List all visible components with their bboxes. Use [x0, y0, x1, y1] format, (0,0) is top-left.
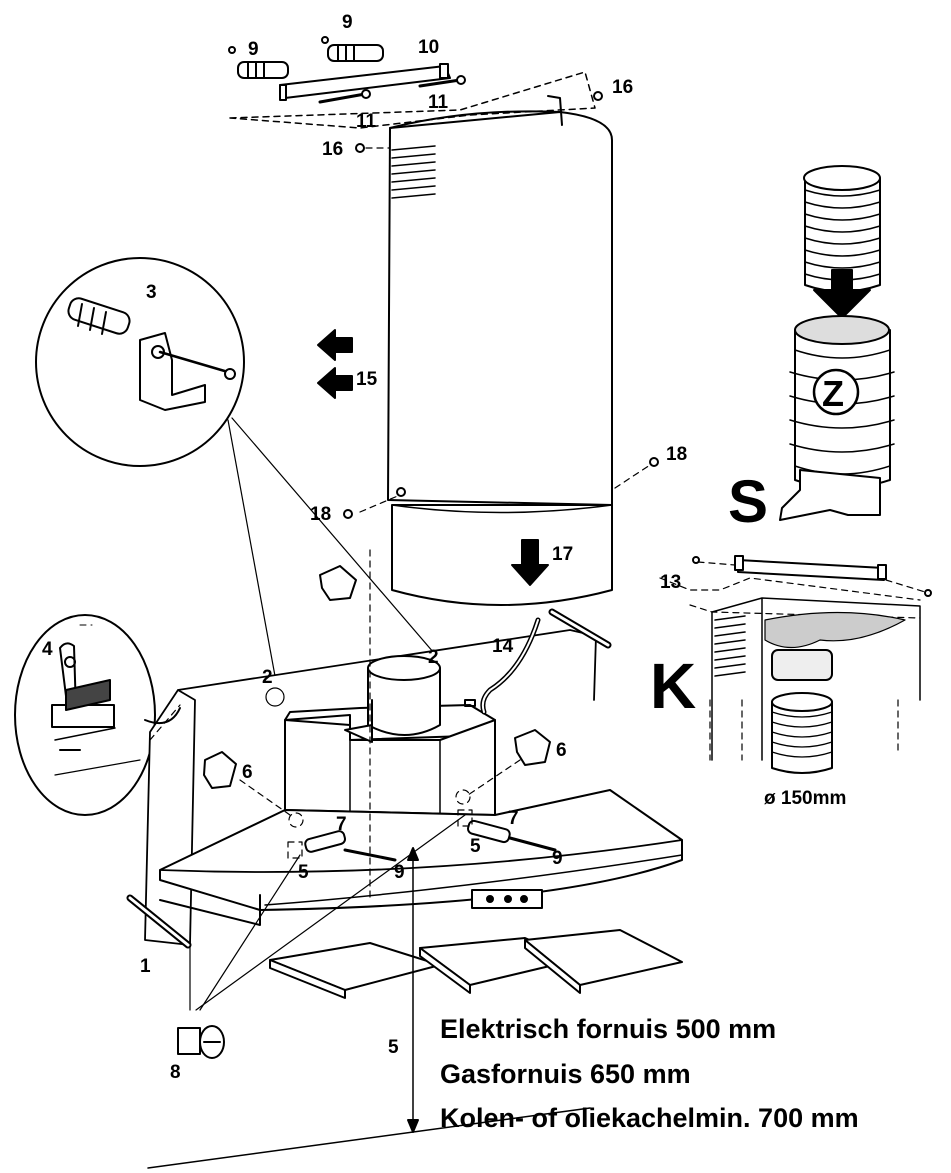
cable-1: [126, 894, 192, 949]
variant-k: [659, 555, 932, 774]
callout-5-right: 5: [470, 836, 481, 857]
callout-6-right: 6: [556, 740, 567, 761]
callout-3: 3: [146, 282, 157, 303]
k-vent-slots: [714, 615, 746, 677]
clearance-electric: Elektrisch fornuis 500 mm: [440, 1014, 777, 1044]
callout-16-left: 16: [322, 139, 343, 160]
k-bracket: [737, 559, 885, 581]
chimney: [343, 95, 659, 606]
clearance-gas: Gasfornuis 650 mm: [440, 1059, 691, 1089]
screw-16-left: [355, 143, 365, 153]
chimney-screw-hole: [396, 487, 406, 497]
detail-circle-3: [35, 257, 245, 467]
bracket-screw-right: [418, 75, 466, 88]
bracket-plate-flange-left: [279, 84, 287, 101]
s-outlet-fitting: [779, 469, 881, 521]
callout-9-left: 9: [394, 862, 405, 883]
screw-18-left: [343, 509, 353, 519]
ceiling-plane-dashed: [229, 71, 596, 129]
mark-7-left: [288, 812, 304, 828]
screw-8-detail: [177, 1025, 225, 1059]
chimney-top-rim: [389, 110, 561, 129]
bracket-plate-flange-right: [439, 63, 449, 79]
callout-10: 10: [418, 37, 439, 58]
callout-15: 15: [356, 369, 378, 390]
variant-s-label: S: [728, 468, 768, 535]
arrow-17: [511, 539, 549, 586]
callout-17: 17: [552, 544, 573, 565]
callout-4: 4: [42, 639, 53, 660]
callout-6-left: 6: [242, 762, 253, 783]
arrow-down-duct: [813, 269, 871, 319]
washer-top-left: [228, 46, 236, 54]
clearance-dimension: [147, 847, 591, 1169]
mark-7-right: [455, 789, 471, 805]
detail-3-bracket: [139, 332, 236, 411]
detail-3-wall-plug: [67, 297, 131, 335]
callout-labels: 9 9 10 11 11 16 16 3 15 18 18 17 13 14 4…: [42, 12, 846, 1083]
drill-mark-5-right: [457, 809, 473, 827]
washer-top-mid: [321, 36, 329, 44]
chimney-right-fold: [547, 95, 563, 126]
callout-13: 13: [660, 572, 681, 593]
power-cable-14: [480, 608, 612, 715]
variant-z-label: Z: [822, 373, 844, 414]
k-diameter-label: ø 150mm: [764, 788, 846, 809]
chimney-body: [387, 111, 613, 506]
grease-filters: [269, 929, 683, 999]
variant-z-s: [779, 165, 895, 521]
callout-2-wall: 2: [262, 667, 273, 688]
callout-7-right: 7: [508, 808, 519, 829]
callout-18-right: 18: [666, 444, 687, 465]
hood-clip-top: [319, 565, 357, 601]
k-box-outline: [711, 597, 921, 761]
hood-clip-6-right: [467, 729, 551, 796]
top-bracket-assembly: [228, 36, 603, 153]
flex-duct-compressed: [803, 165, 881, 293]
screw-16-top: [593, 91, 603, 101]
callout-9-top-left: 9: [248, 39, 259, 60]
chimney-vent-slots: [391, 145, 436, 199]
lower-chimney: [391, 504, 613, 606]
leader-3-b: [231, 417, 441, 661]
drill-mark-5-left: [287, 841, 303, 859]
screw-18-right: [649, 457, 659, 467]
arrows-15: [317, 329, 353, 399]
wall-hole-2: [265, 687, 285, 707]
leader-3-a: [227, 419, 276, 677]
hood-motor-housing: [284, 699, 496, 816]
k-filter-shape: [764, 611, 906, 649]
callout-11-left: 11: [356, 111, 377, 132]
leader-8-b: [195, 814, 466, 1011]
z-badge: [812, 368, 860, 416]
callout-14: 14: [492, 636, 514, 657]
hood-clip-6-left: [203, 751, 291, 816]
wall-plug-left: [237, 61, 289, 79]
callout-11-right: 11: [428, 92, 449, 113]
wall-plug-right: [327, 44, 384, 62]
outlet-collar: [344, 655, 441, 743]
callout-8: 8: [170, 1062, 181, 1083]
callout-18-left: 18: [310, 504, 331, 525]
leader-8-a: [199, 854, 301, 1011]
callout-2-collar: 2: [428, 647, 439, 668]
clearance-coal-oil: Kolen- of oliekachelmin. 700 mm: [440, 1103, 859, 1133]
callout-9-right: 9: [552, 848, 563, 869]
callout-1: 1: [140, 956, 151, 977]
callout-7-left: 7: [336, 814, 347, 835]
cooktop-line: [147, 1107, 591, 1169]
detail-circle-4: [14, 614, 156, 816]
k-duct: [771, 692, 833, 774]
callout-5-left: 5: [298, 862, 309, 883]
callout-5-dimension: 5: [388, 1037, 399, 1058]
canopy: [159, 789, 683, 926]
flex-duct-extended: [789, 315, 895, 489]
callout-9-top-mid: 9: [342, 12, 353, 33]
k-outlet-ring: [771, 649, 833, 681]
callout-16-top: 16: [612, 77, 633, 98]
bracket-screw-left: [318, 89, 371, 104]
wall-plug-9-left: [304, 830, 397, 862]
variant-k-label: K: [650, 650, 696, 722]
